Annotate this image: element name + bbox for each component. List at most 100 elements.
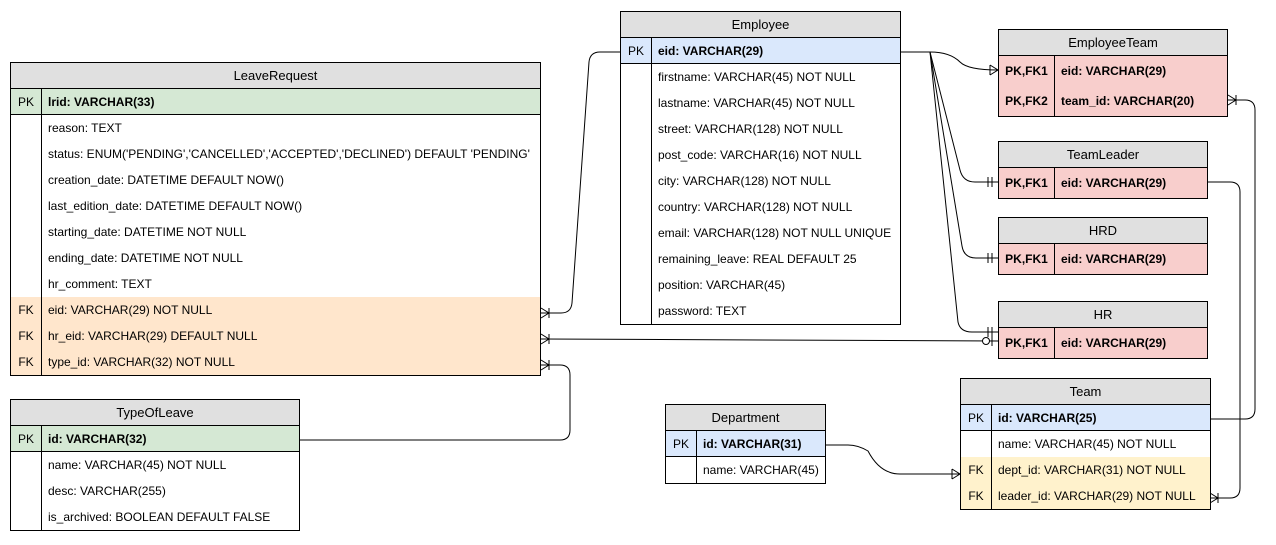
- table-teamleader[interactable]: TeamLeader PK,FK1 eid: VARCHAR(29): [998, 141, 1208, 199]
- key-label: [621, 142, 652, 168]
- key-label: FK: [961, 457, 992, 483]
- table-row[interactable]: PK,FK1 eid: VARCHAR(29): [999, 56, 1227, 86]
- table-row[interactable]: name: VARCHAR(45) NOT NULL: [961, 431, 1210, 457]
- table-row[interactable]: creation_date: DATETIME DEFAULT NOW(): [11, 167, 540, 193]
- key-label: [621, 272, 652, 298]
- field-label: creation_date: DATETIME DEFAULT NOW(): [48, 173, 285, 187]
- rel-team-employeeteam: [1210, 99, 1256, 420]
- table-hr[interactable]: HR PK,FK1 eid: VARCHAR(29): [998, 301, 1208, 359]
- table-row[interactable]: starting_date: DATETIME NOT NULL: [11, 219, 540, 245]
- rel-employee-leaverequest: [541, 51, 620, 314]
- table-row[interactable]: password: TEXT: [621, 298, 900, 324]
- pk-row[interactable]: PK lrid: VARCHAR(33): [11, 89, 540, 115]
- key-label: PK,FK1: [999, 56, 1055, 86]
- table-leaverequest[interactable]: LeaveRequest PK lrid: VARCHAR(33) reason…: [10, 62, 541, 376]
- table-row[interactable]: post_code: VARCHAR(16) NOT NULL: [621, 142, 900, 168]
- table-row[interactable]: status: ENUM('PENDING','CANCELLED','ACCE…: [11, 141, 540, 167]
- table-employee[interactable]: Employee PK eid: VARCHAR(29) firstname: …: [620, 11, 901, 325]
- key-label: [621, 116, 652, 142]
- table-row[interactable]: FK hr_eid: VARCHAR(29) DEFAULT NULL: [11, 323, 540, 349]
- field-label: name: VARCHAR(45) NOT NULL: [998, 437, 1177, 451]
- key-label: [11, 245, 42, 271]
- table-title: Team: [961, 379, 1210, 405]
- crowfoot-lr-typeid: [540, 359, 550, 371]
- field-label: team_id: VARCHAR(20): [1061, 94, 1195, 108]
- table-row[interactable]: city: VARCHAR(128) NOT NULL: [621, 168, 900, 194]
- key-label: PK,FK1: [999, 168, 1055, 198]
- key-label: [11, 167, 42, 193]
- field-label: id: VARCHAR(25): [998, 411, 1097, 425]
- pk-row[interactable]: PK id: VARCHAR(32): [11, 426, 299, 452]
- field-label: hr_eid: VARCHAR(29) DEFAULT NULL: [48, 329, 258, 343]
- key-label: [11, 115, 42, 141]
- rel-teamleader-team: [1208, 181, 1241, 499]
- field-label: eid: VARCHAR(29): [1061, 252, 1167, 266]
- key-label: PK: [961, 405, 992, 430]
- field-label: leader_id: VARCHAR(29) NOT NULL: [998, 489, 1196, 503]
- field-label: starting_date: DATETIME NOT NULL: [48, 225, 247, 239]
- table-department[interactable]: Department PK id: VARCHAR(31) name: VARC…: [665, 404, 826, 484]
- key-label: [11, 141, 42, 167]
- table-row[interactable]: email: VARCHAR(128) NOT NULL UNIQUE: [621, 220, 900, 246]
- table-team[interactable]: Team PK id: VARCHAR(25) name: VARCHAR(45…: [960, 378, 1211, 510]
- table-row[interactable]: ending_date: DATETIME NOT NULL: [11, 245, 540, 271]
- key-label: [961, 431, 992, 457]
- crowfoot-lr-hreid: [540, 333, 550, 345]
- table-row[interactable]: PK,FK1 eid: VARCHAR(29): [999, 168, 1207, 198]
- table-row[interactable]: PK,FK1 eid: VARCHAR(29): [999, 328, 1207, 358]
- key-label: PK,FK1: [999, 244, 1055, 274]
- table-row[interactable]: desc: VARCHAR(255): [11, 478, 299, 504]
- table-row[interactable]: name: VARCHAR(45): [666, 457, 825, 483]
- table-typeofleave[interactable]: TypeOfLeave PK id: VARCHAR(32) name: VAR…: [10, 399, 300, 531]
- field-label: is_archived: BOOLEAN DEFAULT FALSE: [48, 510, 271, 524]
- field-label: ending_date: DATETIME NOT NULL: [48, 251, 243, 265]
- key-label: PK: [11, 426, 42, 451]
- key-label: FK: [11, 323, 42, 349]
- table-row[interactable]: country: VARCHAR(128) NOT NULL: [621, 194, 900, 220]
- table-row[interactable]: name: VARCHAR(45) NOT NULL: [11, 452, 299, 478]
- field-label: country: VARCHAR(128) NOT NULL: [658, 200, 853, 214]
- field-label: position: VARCHAR(45): [658, 278, 786, 292]
- rel-employee-teamleader: [900, 51, 998, 183]
- table-row[interactable]: lastname: VARCHAR(45) NOT NULL: [621, 90, 900, 116]
- field-label: dept_id: VARCHAR(31) NOT NULL: [998, 463, 1186, 477]
- field-label: city: VARCHAR(128) NOT NULL: [658, 174, 831, 188]
- table-row[interactable]: PK,FK2 team_id: VARCHAR(20): [999, 86, 1227, 116]
- table-row[interactable]: street: VARCHAR(128) NOT NULL: [621, 116, 900, 142]
- table-hrd[interactable]: HRD PK,FK1 eid: VARCHAR(29): [998, 217, 1208, 275]
- table-row[interactable]: reason: TEXT: [11, 115, 540, 141]
- field-label: last_edition_date: DATETIME DEFAULT NOW(…: [48, 199, 303, 213]
- key-label: [621, 194, 652, 220]
- table-row[interactable]: PK,FK1 eid: VARCHAR(29): [999, 244, 1207, 274]
- rel-typeofleave-leaverequest: [300, 364, 571, 441]
- field-label: hr_comment: TEXT: [48, 277, 152, 291]
- table-row[interactable]: FK dept_id: VARCHAR(31) NOT NULL: [961, 457, 1210, 483]
- pk-row[interactable]: PK eid: VARCHAR(29): [621, 38, 900, 64]
- field-label: lastname: VARCHAR(45) NOT NULL: [658, 96, 855, 110]
- table-row[interactable]: remaining_leave: REAL DEFAULT 25: [621, 246, 900, 272]
- pk-row[interactable]: PK id: VARCHAR(25): [961, 405, 1210, 431]
- rel-hr-leaverequest: [540, 338, 999, 342]
- field-label: eid: VARCHAR(29): [1061, 64, 1167, 78]
- key-label: [11, 452, 42, 478]
- key-label: PK: [621, 38, 652, 63]
- table-title: EmployeeTeam: [999, 30, 1227, 56]
- field-label: eid: VARCHAR(29): [658, 44, 764, 58]
- table-row[interactable]: hr_comment: TEXT: [11, 271, 540, 297]
- table-title: TeamLeader: [999, 142, 1207, 168]
- table-title: LeaveRequest: [11, 63, 540, 89]
- table-row[interactable]: is_archived: BOOLEAN DEFAULT FALSE: [11, 504, 299, 530]
- key-label: PK,FK1: [999, 328, 1055, 358]
- key-label: FK: [11, 349, 42, 375]
- field-label: post_code: VARCHAR(16) NOT NULL: [658, 148, 862, 162]
- table-row[interactable]: last_edition_date: DATETIME DEFAULT NOW(…: [11, 193, 540, 219]
- table-row[interactable]: position: VARCHAR(45): [621, 272, 900, 298]
- table-employeeteam[interactable]: EmployeeTeam PK,FK1 eid: VARCHAR(29) PK,…: [998, 29, 1228, 117]
- table-title: HR: [999, 302, 1207, 328]
- key-label: [621, 220, 652, 246]
- table-row[interactable]: firstname: VARCHAR(45) NOT NULL: [621, 64, 900, 90]
- pk-row[interactable]: PK id: VARCHAR(31): [666, 431, 825, 457]
